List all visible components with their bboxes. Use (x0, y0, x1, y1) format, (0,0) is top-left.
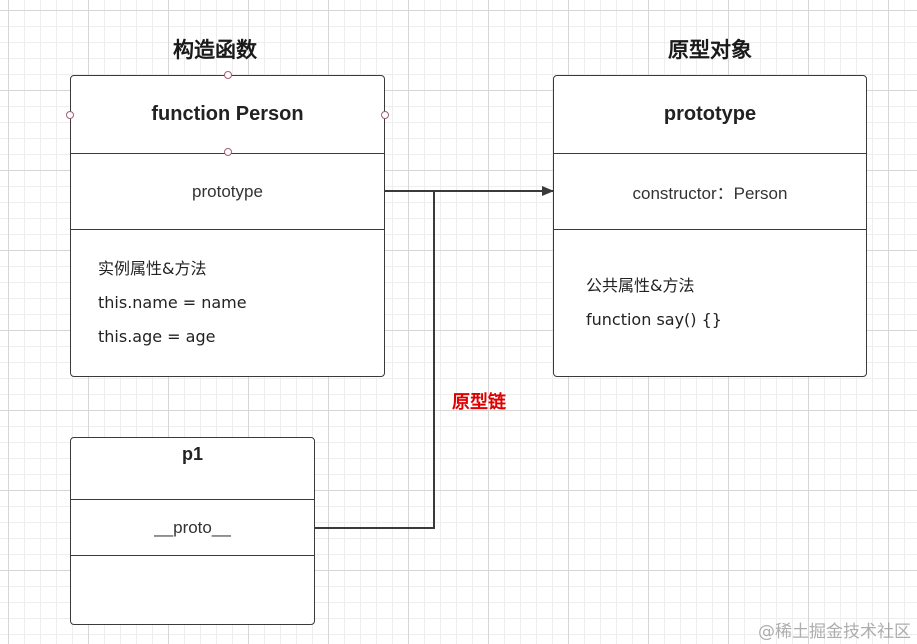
person-prototype-row: prototype (71, 154, 384, 230)
prototype-constructor-row: constructor：Person (554, 154, 866, 230)
prototype-member-line: function say() {} (586, 310, 722, 329)
person-constructor-box[interactable]: function Person prototype 实例属性&方法 this.n… (70, 75, 385, 377)
instance-header: p1 (181, 444, 203, 464)
person-member-line: 实例属性&方法 (98, 259, 207, 278)
instance-proto-field: __proto__ (154, 517, 231, 537)
prototype-members: 公共属性&方法 function say() {} (586, 269, 722, 337)
instance-p1-box[interactable]: p1 __proto__ (70, 437, 315, 625)
prototype-header-row: prototype (554, 76, 866, 154)
prototype-object-box[interactable]: prototype constructor：Person 公共属性&方法 fun… (553, 75, 867, 377)
person-header: function Person (151, 103, 304, 125)
prototype-member-line: 公共属性&方法 (586, 276, 695, 295)
proto-chain-line (315, 191, 435, 529)
person-prototype-field: prototype (192, 181, 263, 201)
person-member-line: this.age = age (98, 327, 216, 346)
constructor-title: 构造函数 (173, 38, 257, 62)
selection-handle-top[interactable] (224, 71, 232, 79)
person-member-line: this.name = name (98, 293, 247, 312)
prototype-object-title: 原型对象 (668, 38, 752, 62)
prototype-header: prototype (663, 103, 757, 125)
person-members: 实例属性&方法 this.name = name this.age = age (98, 252, 247, 354)
instance-header-row: p1 (71, 438, 314, 500)
instance-proto-row: __proto__ (71, 500, 314, 556)
person-header-row: function Person (71, 76, 384, 154)
prototype-constructor-field: constructor：Person (632, 184, 788, 203)
watermark: @稀土掘金技术社区 (758, 622, 911, 642)
selection-handle-right[interactable] (381, 111, 389, 119)
selection-handle-center[interactable] (224, 148, 232, 156)
selection-handle-left[interactable] (66, 111, 74, 119)
prototype-chain-label: 原型链 (452, 392, 506, 413)
